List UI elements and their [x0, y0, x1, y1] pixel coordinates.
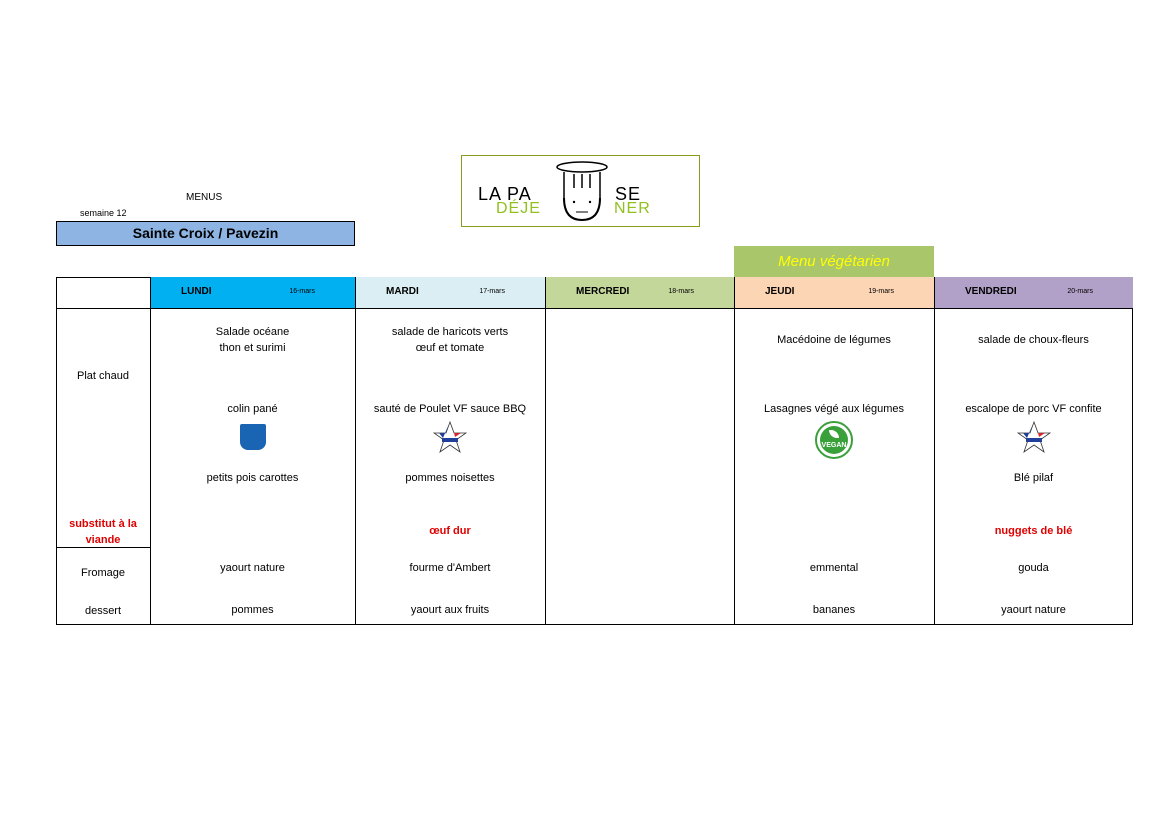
day-header-mercredi: MERCREDI 18-mars	[545, 277, 734, 308]
cheese: yaourt nature	[220, 562, 285, 574]
side-dish: pommes noisettes	[405, 472, 495, 484]
cheese: fourme d'Ambert	[409, 562, 491, 574]
day-header-mardi: MARDI 17-mars	[355, 277, 545, 308]
day-date: 20-mars	[1067, 288, 1093, 295]
entree-line: Macédoine de légumes	[777, 334, 891, 346]
entree-line: Salade océane	[215, 326, 290, 338]
vegan-text: VEGAN	[821, 442, 847, 449]
dessert: yaourt nature	[1001, 604, 1066, 616]
logo-text: NER	[614, 200, 651, 217]
viandes-de-france-icon	[432, 420, 468, 454]
viandes-de-france-icon	[1016, 420, 1051, 454]
day-date: 16-mars	[289, 288, 315, 295]
main-dish: colin pané	[227, 403, 278, 415]
column-divider	[150, 277, 151, 625]
logo-text: SE	[615, 184, 642, 204]
dessert: yaourt aux fruits	[410, 604, 490, 616]
day-name: VENDREDI	[965, 286, 1017, 297]
day-name: MARDI	[386, 286, 419, 297]
site-banner: Sainte Croix / Pavezin	[56, 221, 355, 246]
cheese: gouda	[1018, 562, 1049, 574]
dessert: bananes	[812, 604, 856, 616]
divider	[56, 547, 150, 548]
day-header-vendredi: VENDREDI 20-mars	[934, 277, 1133, 308]
menus-title: MENUS	[186, 192, 223, 203]
vegetarian-banner: Menu végétarien	[734, 246, 934, 277]
entree-line: thon et surimi	[219, 342, 286, 354]
msc-label-icon	[239, 424, 266, 450]
column-divider	[545, 277, 546, 625]
row-label-plat: Plat chaud	[77, 370, 129, 382]
day-header-lundi: LUNDI 16-mars	[150, 277, 355, 308]
logo-text: LA PA	[478, 184, 532, 204]
column-divider	[734, 277, 735, 625]
day-name: LUNDI	[181, 286, 212, 297]
day-name: MERCREDI	[576, 286, 630, 297]
dessert: pommes	[231, 604, 274, 616]
side-dish: petits pois carottes	[206, 472, 299, 484]
day-date: 18-mars	[668, 288, 694, 295]
day-date: 19-mars	[868, 288, 894, 295]
side-dish: Blé pilaf	[1013, 472, 1054, 484]
entree-line: salade de choux-fleurs	[978, 334, 1089, 346]
day-date: 17-mars	[479, 288, 505, 295]
column-divider	[934, 277, 935, 625]
week-label: semaine 12	[80, 208, 127, 218]
entree-line: œuf et tomate	[415, 342, 485, 354]
row-label-dessert: dessert	[84, 605, 122, 617]
row-label-substitut: substitut à la viande	[69, 518, 137, 546]
main-dish: escalope de porc VF confite	[965, 403, 1102, 415]
main-dish: sauté de Poulet VF sauce BBQ	[373, 403, 527, 415]
main-dish: Lasagnes végé aux légumes	[763, 403, 905, 415]
column-divider	[355, 277, 356, 625]
chef-hat-icon	[556, 161, 608, 222]
cheese: emmental	[809, 562, 859, 574]
meat-substitute: nuggets de blé	[994, 525, 1073, 537]
logo-text: DÉJE	[496, 200, 541, 217]
vegan-icon: VEGAN	[815, 421, 853, 459]
meat-substitute: œuf dur	[429, 525, 471, 537]
divider	[56, 308, 1133, 309]
row-label-fromage: Fromage	[80, 567, 126, 579]
logo: LA PA SE DÉJE NER	[461, 155, 700, 227]
day-header-jeudi: JEUDI 19-mars	[734, 277, 934, 308]
entree-line: salade de haricots verts	[391, 326, 509, 338]
day-name: JEUDI	[765, 286, 795, 297]
